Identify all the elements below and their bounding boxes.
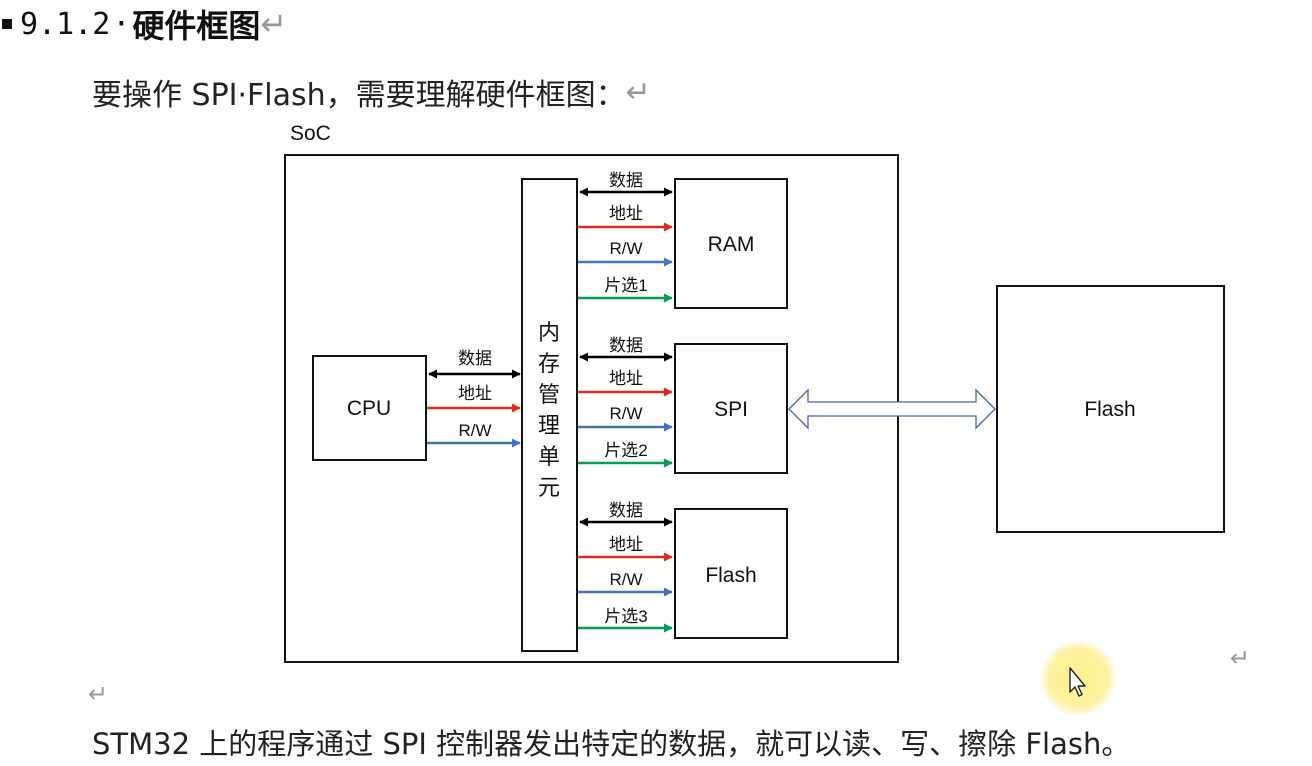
bus-data-label: 数据 bbox=[609, 336, 643, 355]
mmu-label-char: 存 bbox=[538, 351, 560, 376]
bus-data-label: 数据 bbox=[609, 501, 643, 520]
bus-addr-label: 地址 bbox=[609, 535, 643, 554]
cursor-highlight bbox=[1040, 640, 1116, 716]
bus-addr-label: 地址 bbox=[609, 204, 643, 223]
spi-label: SPI bbox=[714, 398, 748, 421]
cs1-label: 片选1 bbox=[604, 276, 647, 295]
section-heading: 9.1.2 · 硬件框图 ↵ bbox=[0, 2, 287, 46]
paragraph-mark-icon: ↵ bbox=[1230, 644, 1251, 672]
paragraph-mark-icon: ↵ bbox=[260, 5, 288, 43]
bus-rw-label: R/W bbox=[609, 570, 642, 589]
bus-data-label: 数据 bbox=[609, 171, 643, 190]
spi-flash-link-arrow bbox=[788, 388, 996, 430]
bus-data-label: 数据 bbox=[458, 349, 492, 368]
cpu-box bbox=[312, 355, 427, 461]
bus-rw-label: R/W bbox=[458, 421, 491, 440]
cpu-label: CPU bbox=[347, 397, 391, 420]
inner-flash-bus: 数据 地址 R/W 片选3 bbox=[578, 501, 673, 633]
bus-rw-label: R/W bbox=[609, 404, 642, 423]
heading-separator: · bbox=[112, 6, 131, 42]
external-flash-box bbox=[996, 285, 1225, 533]
mmu-label-char: 理 bbox=[538, 413, 560, 438]
section-title: 硬件框图 bbox=[132, 7, 261, 45]
cpu-bus: 数据 地址 R/W bbox=[427, 349, 521, 448]
mmu-label-char: 单 bbox=[538, 444, 560, 469]
spi-bus: 数据 地址 R/W 片选2 bbox=[578, 336, 673, 468]
bus-addr-label: 地址 bbox=[609, 369, 643, 388]
mmu-label-char: 内 bbox=[538, 320, 560, 345]
intro-paragraph: 要操作 SPI·Flash，需要理解硬件框图： ↵ bbox=[92, 70, 651, 114]
mmu-label: 内 存 管 理 单 元 bbox=[538, 320, 560, 500]
external-flash-label: Flash bbox=[1084, 398, 1135, 421]
cs3-label: 片选3 bbox=[604, 607, 647, 626]
intro-text: 要操作 SPI·Flash，需要理解硬件框图： bbox=[92, 78, 626, 113]
paragraph-mark-icon: ↵ bbox=[88, 680, 109, 708]
paragraph-mark-icon: ↵ bbox=[625, 74, 651, 110]
soc-label: SoC bbox=[290, 122, 331, 145]
ram-label: RAM bbox=[708, 233, 755, 256]
ram-bus: 数据 地址 R/W 片选1 bbox=[578, 171, 673, 303]
inner-flash-box bbox=[674, 508, 788, 639]
bus-addr-label: 地址 bbox=[458, 384, 492, 403]
mmu-label-char: 元 bbox=[538, 475, 560, 500]
mmu-label-char: 管 bbox=[538, 382, 560, 407]
mouse-pointer-icon bbox=[1069, 667, 1086, 697]
bus-rw-label: R/W bbox=[609, 239, 642, 258]
spi-box bbox=[674, 343, 788, 474]
mmu-box bbox=[521, 178, 578, 652]
section-number: 9.1.2 bbox=[20, 6, 111, 42]
inner-flash-label: Flash bbox=[705, 564, 756, 587]
heading-bullet bbox=[2, 19, 12, 29]
cs2-label: 片选2 bbox=[604, 441, 647, 460]
ram-box bbox=[674, 178, 788, 309]
footer-text: STM32 上的程序通过 SPI 控制器发出特定的数据，就可以读、写、擦除 Fl… bbox=[92, 727, 1131, 761]
footer-paragraph: STM32 上的程序通过 SPI 控制器发出特定的数据，就可以读、写、擦除 Fl… bbox=[92, 720, 1130, 764]
